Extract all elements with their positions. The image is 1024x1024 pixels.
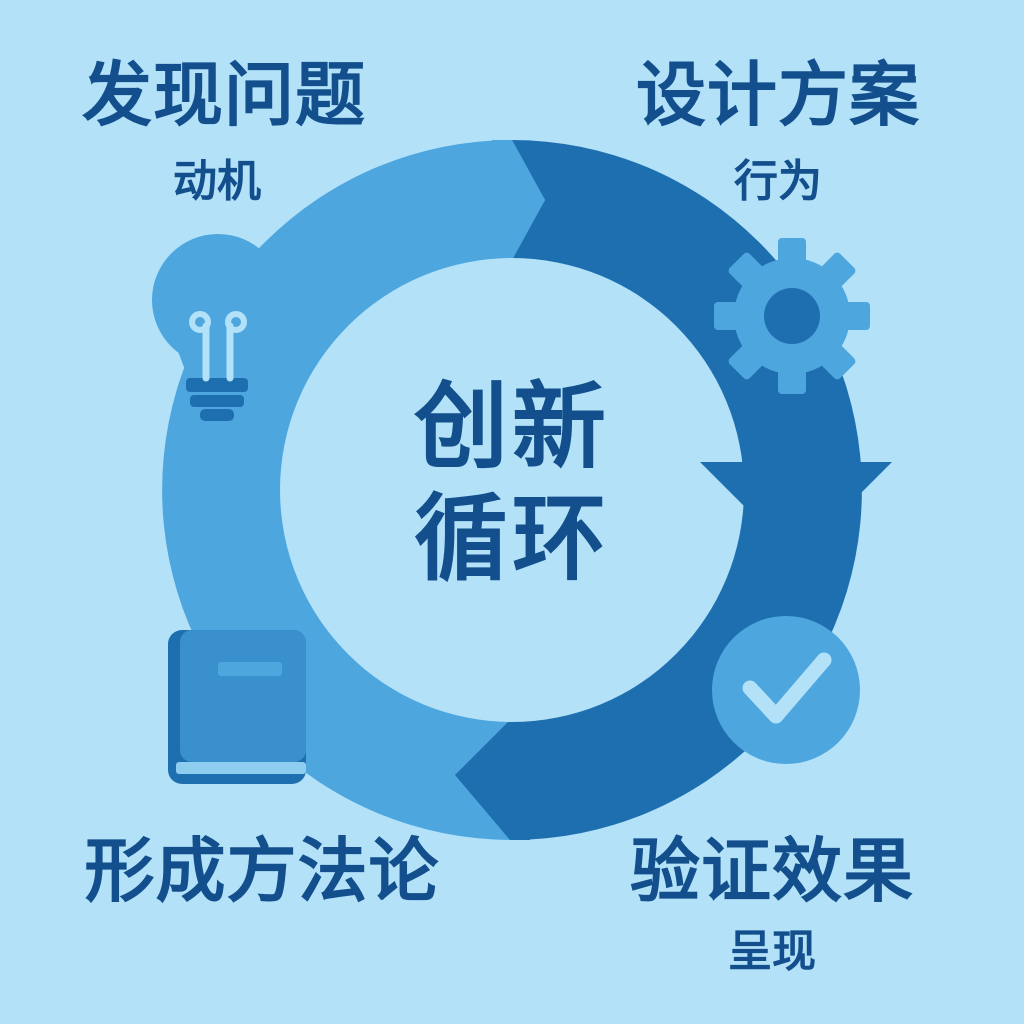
gear-icon — [714, 238, 870, 394]
ring-chevron-bottom — [455, 720, 530, 840]
center-title-line2: 循环 — [413, 485, 610, 594]
down-arrow — [700, 462, 892, 558]
book-icon — [168, 630, 306, 784]
lightbulb-icon — [152, 234, 284, 421]
checkmark-icon — [712, 616, 860, 764]
stage-title-form-methodology: 形成方法论 — [84, 830, 440, 912]
stage-subtitle-behavior: 行为 — [734, 156, 822, 207]
center-title: 创新 循环 — [362, 372, 662, 596]
stage-subtitle-motivation: 动机 — [173, 156, 261, 207]
stage-title-design-solution: 设计方案 — [636, 54, 920, 136]
stage-title-discover-problem: 发现问题 — [82, 54, 366, 136]
center-title-line1: 创新 — [413, 373, 610, 482]
stage-title-verify-effect: 验证效果 — [630, 830, 914, 912]
stage-subtitle-presentation: 呈现 — [728, 926, 816, 977]
center-circle — [280, 258, 744, 722]
